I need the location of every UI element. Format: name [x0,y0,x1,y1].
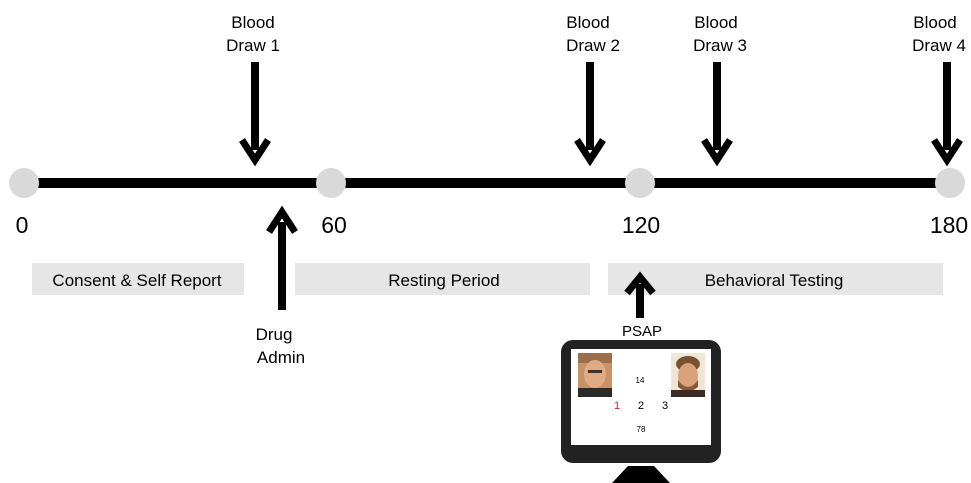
blood-draw-4-line1: Blood [913,13,956,32]
blood-draw-2-arrow-icon [574,62,606,167]
phase-box-behavioral [608,263,943,295]
blood-draw-2-line1: Blood [566,13,609,32]
drug-admin-line2: Admin [257,348,305,367]
timeline-node-180 [935,168,965,198]
blood-draw-4-arrow-icon [931,62,963,167]
blood-draw-3-arrow-icon [701,62,733,167]
monitor-option-1: 1 [614,400,620,412]
tick-label-0: 0 [16,212,29,238]
timeline-node-120 [625,168,655,198]
monitor-top-number: 14 [636,376,645,385]
blood-draw-2-line2: Draw 2 [566,36,620,55]
phase-label-consent: Consent & Self Report [52,271,221,290]
phase-label-behavioral: Behavioral Testing [705,271,844,290]
drug-admin-line1: Drug [256,325,293,344]
blood-draw-3-line2: Draw 3 [693,36,747,55]
tick-label-120: 120 [622,212,660,238]
phase-box-consent [32,263,244,295]
blood-draw-3-line1: Blood [694,13,737,32]
psap-label: PSAP [622,323,662,340]
blood-draw-4-line2: Draw 4 [912,36,966,55]
tick-label-60: 60 [321,212,347,238]
drug-admin-arrow-icon [266,205,298,310]
blood-draw-1-line2: Draw 1 [226,36,280,55]
phase-label-resting: Resting Period [388,271,500,290]
monitor-option-2: 2 [638,400,644,412]
tick-label-180: 180 [930,212,968,238]
phase-box-resting [295,263,590,295]
monitor-option-3: 3 [662,400,668,412]
face-photo-left [578,353,612,397]
blood-draw-1-arrow-icon [239,62,271,167]
blood-draw-1-line1: Blood [231,13,274,32]
timeline-node-60 [316,168,346,198]
timeline-node-0 [9,168,39,198]
face-photo-right [671,353,705,397]
psap-arrow-icon [624,271,656,318]
monitor-bottom-number: 78 [637,425,646,434]
